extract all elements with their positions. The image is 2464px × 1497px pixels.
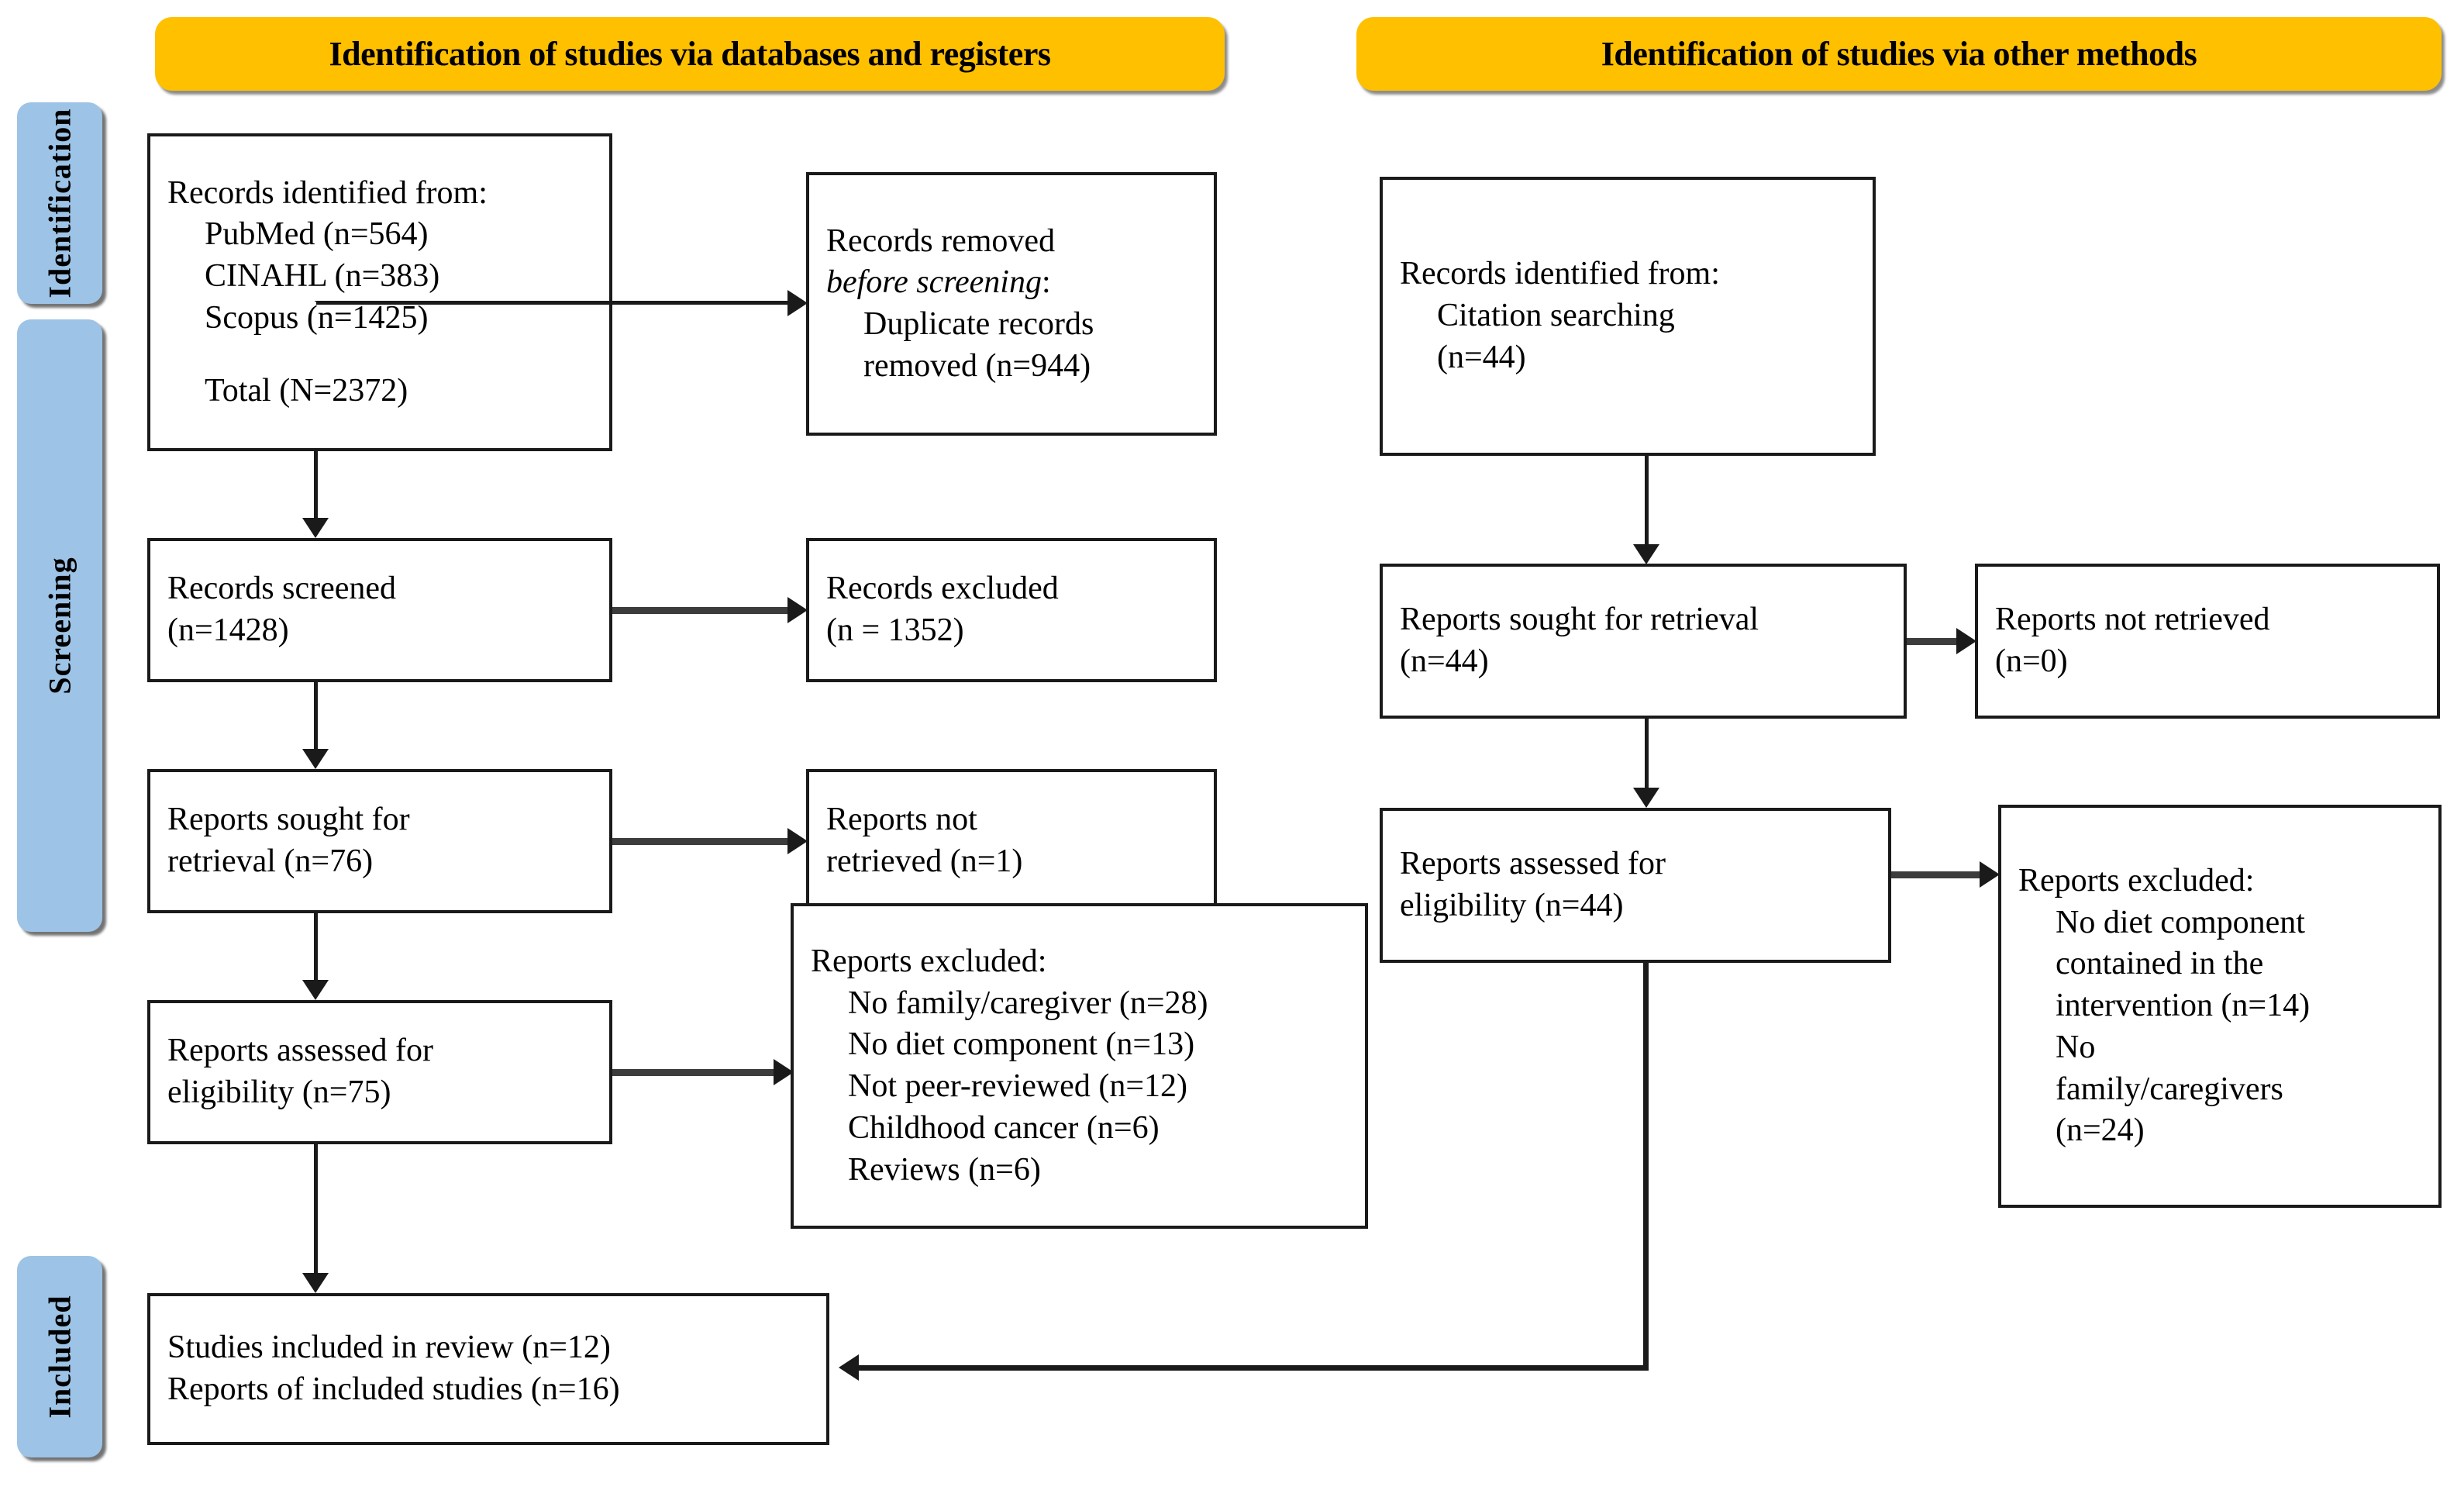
banner-other-methods: Identification of studies via other meth… [1356,17,2442,91]
reports-not-retrieved-other-line1: Reports not retrieved [1995,602,2270,638]
connector-identified-to-removed [316,301,789,305]
reports-excluded-other-reason-2: contained in the [2056,946,2264,982]
box-studies-included: Studies included in review (n=12) Report… [147,1293,829,1445]
records-identified-total: Total (N=2372) [205,372,408,409]
reports-excluded-other-reason-1: No diet component [2056,904,2305,940]
reports-excluded-reason-1: No family/caregiver (n=28) [848,985,1208,1021]
connector-other-to-included-horizontal [859,1365,1649,1371]
records-identified-source-cinahl: CINAHL (n=383) [205,258,440,295]
connector-assessed-to-included [314,1144,318,1280]
box-reports-sought-retrieval-other: Reports sought for retrieval (n=44) [1380,564,1907,719]
box-records-identified-other: Records identified from: Citation search… [1380,177,1876,456]
records-identified-other-count: (n=44) [1437,339,1526,375]
box-reports-assessed-eligibility-other: Reports assessed for eligibility (n=44) [1380,808,1891,963]
reports-excluded-title: Reports excluded: [811,943,1047,979]
arrowhead-screened-to-excluded [787,597,808,623]
stage-included-label: Included [42,1295,78,1419]
arrowhead-sought-to-not-retrieved [787,828,808,854]
connector-sought-to-assessed-other [1645,719,1649,796]
reports-sought-other-line2: (n=44) [1400,643,1489,679]
records-excluded-line2: (n = 1352) [826,612,964,648]
connector-identified-stub [315,301,319,302]
arrowhead-screened-to-sought [302,749,329,769]
connector-assessed-to-excluded [612,1069,775,1076]
box-records-removed-before-screening: Records removed before screening: Duplic… [806,172,1217,436]
box-records-identified-databases: Records identified from: PubMed (n=564) … [147,133,612,451]
box-reports-sought-retrieval: Reports sought for retrieval (n=76) [147,769,612,913]
box-records-screened: Records screened (n=1428) [147,538,612,682]
stage-screening-label: Screening [42,557,78,695]
banner-databases-label: Identification of studies via databases … [329,35,1051,73]
box-reports-excluded-other: Reports excluded: No diet component cont… [1998,805,2442,1208]
reports-not-retrieved-other-line2: (n=0) [1995,643,2068,679]
connector-sought-to-not-retrieved-other [1907,638,1959,645]
included-line1: Studies included in review (n=12) [167,1330,611,1366]
connector-screened-to-sought [314,682,318,756]
reports-sought-line2: retrieval (n=76) [167,843,374,879]
reports-excluded-reason-3: Not peer-reviewed (n=12) [848,1068,1187,1104]
records-screened-line1: Records screened [167,571,397,607]
reports-not-retrieved-line2: retrieved (n=1) [826,843,1023,879]
arrowhead-identified-to-screened [302,518,329,538]
reports-excluded-reason-5: Reviews (n=6) [848,1151,1041,1188]
reports-excluded-reason-4: Childhood cancer (n=6) [848,1109,1160,1146]
records-identified-title: Records identified from: [167,174,488,211]
records-excluded-line1: Records excluded [826,571,1059,607]
reports-excluded-other-reason-5: family/caregivers [2056,1071,2283,1107]
banner-databases-and-registers: Identification of studies via databases … [155,17,1225,91]
records-removed-title: Records removed [826,222,1056,259]
connector-identified-to-screened [314,451,318,525]
reports-assessed-line1: Reports assessed for [167,1033,433,1069]
records-identified-other-title: Records identified from: [1400,256,1720,292]
connector-screened-to-excluded [612,607,789,614]
reports-excluded-other-reason-3: intervention (n=14) [2056,988,2311,1024]
reports-excluded-other-reason-4: No [2056,1029,2096,1065]
stage-identification-label: Identification [42,108,78,298]
included-line2: Reports of included studies (n=16) [167,1371,620,1407]
reports-assessed-other-line2: eligibility (n=44) [1400,888,1624,923]
arrowhead-citation-to-sought [1633,544,1659,564]
records-removed-subtitle-suffix: : [1041,264,1051,301]
reports-assessed-line2: eligibility (n=75) [167,1074,391,1110]
box-reports-not-retrieved-other: Reports not retrieved (n=0) [1975,564,2440,719]
banner-other-methods-label: Identification of studies via other meth… [1601,35,2197,73]
connector-assessed-to-excluded-other [1891,871,1983,878]
arrowhead-assessed-to-excluded-other [1980,861,2000,888]
records-identified-source-scopus: Scopus (n=1425) [205,299,429,336]
reports-sought-line1: Reports sought for [167,802,410,838]
connector-other-to-included-vertical [1643,963,1649,1370]
box-reports-not-retrieved: Reports not retrieved (n=1) [806,769,1217,913]
stage-included: Included [17,1256,102,1457]
records-removed-item-count: removed (n=944) [863,347,1091,384]
arrowhead-sought-to-assessed [302,980,329,1000]
records-identified-other-source: Citation searching [1437,298,1675,334]
arrowhead-sought-to-not-retrieved-other [1956,628,1976,654]
reports-excluded-other-title: Reports excluded: [2018,862,2255,899]
records-identified-source-pubmed: PubMed (n=564) [205,216,429,253]
records-removed-item-duplicate: Duplicate records [863,306,1094,342]
reports-excluded-other-reason-6: (n=24) [2056,1112,2145,1149]
stage-screening: Screening [17,319,102,932]
stage-identification: Identification [17,102,102,304]
box-records-excluded: Records excluded (n = 1352) [806,538,1217,682]
records-removed-subtitle-italic: before screening [826,264,1042,301]
reports-assessed-other-line1: Reports assessed for [1400,846,1666,882]
records-identified-spacer [167,340,592,371]
arrowhead-other-to-included [839,1354,859,1381]
connector-citation-to-sought [1645,456,1649,553]
arrowhead-assessed-to-excluded [774,1059,794,1085]
records-removed-subtitle: before screening: [826,262,1197,304]
connector-sought-to-not-retrieved [612,838,789,845]
records-screened-line2: (n=1428) [167,612,289,648]
arrowhead-assessed-to-included [302,1273,329,1293]
connector-sought-to-assessed [314,913,318,987]
reports-sought-other-line1: Reports sought for retrieval [1400,602,1759,638]
reports-not-retrieved-line1: Reports not [826,802,977,838]
reports-excluded-reason-2: No diet component (n=13) [848,1026,1195,1063]
box-reports-assessed-eligibility: Reports assessed for eligibility (n=75) [147,1000,612,1144]
box-reports-excluded-list: Reports excluded: No family/caregiver (n… [791,903,1368,1229]
arrowhead-sought-to-assessed-other [1633,788,1659,808]
arrowhead-identified-to-removed [787,290,808,316]
